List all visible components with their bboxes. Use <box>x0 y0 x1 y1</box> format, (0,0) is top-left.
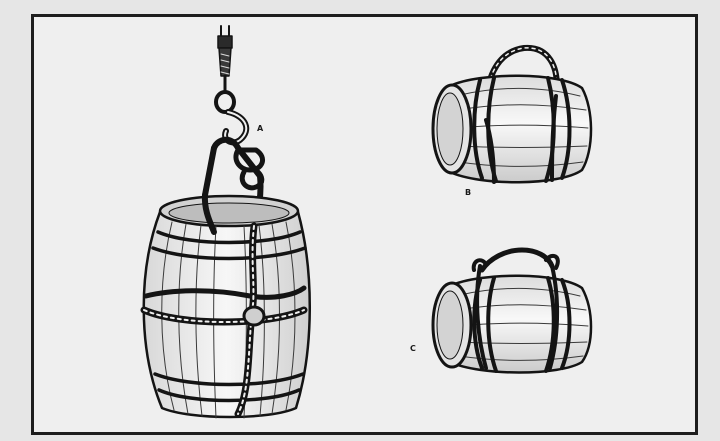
hoist-rope-icon <box>218 26 232 92</box>
barrel-icon <box>144 196 310 418</box>
label-b: B <box>465 188 471 197</box>
hook-icon <box>216 92 246 142</box>
figure-b-barrel-sling <box>433 48 591 182</box>
label-c: C <box>410 344 416 353</box>
label-a: A <box>257 124 263 133</box>
figure-c-barrel-sling <box>433 250 591 373</box>
figure-a-hanging-barrel <box>144 26 310 418</box>
